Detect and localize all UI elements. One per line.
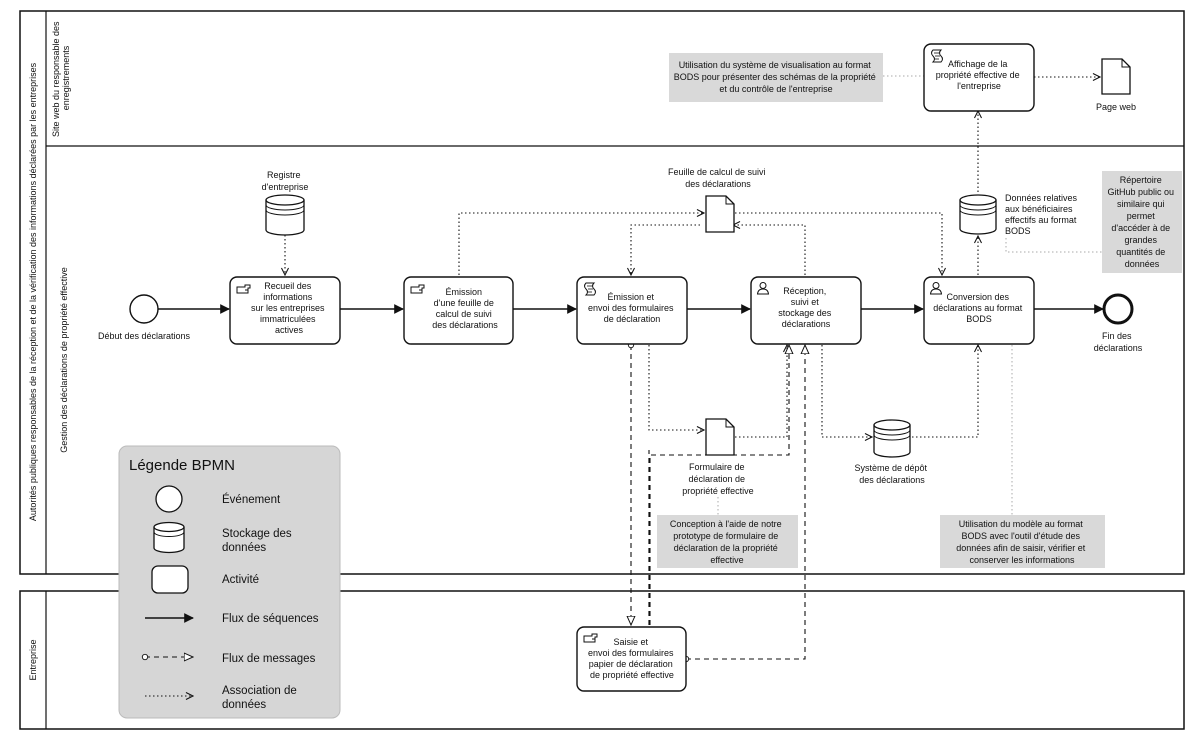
data-object-tracking-sheet: Feuille de calcul de suivi des déclarati… (668, 167, 768, 233)
user-task-icon (929, 282, 943, 295)
svg-text:Page web: Page web (1096, 102, 1136, 112)
data-store-bo-data: Données relatives aux bénéficiaires effe… (959, 193, 1080, 236)
legend-event-icon (155, 485, 183, 513)
bpmn-legend: Légende BPMN Événement Stockage des donn… (118, 445, 341, 719)
msg-fill-to-receive-2 (686, 345, 805, 659)
svg-text:Activité: Activité (222, 574, 259, 586)
task-convert-bods[interactable]: Conversion des déclarations au format BO… (923, 276, 1035, 345)
pool-company-title: Entreprise (28, 639, 38, 680)
data-associations (285, 77, 1100, 437)
svg-text:Répertoire GitHub public: Répertoire GitHub public ou similaire qu… (1107, 175, 1176, 269)
user-task-icon (756, 282, 770, 295)
legend-datastore-icon (153, 521, 185, 554)
pool-company: Entreprise (19, 590, 1185, 730)
task-receive-track-store[interactable]: Réception, suivi et stockage des déclara… (750, 276, 862, 345)
svg-text:Formulaire de déclaratio: Formulaire de déclaration de propriété e… (682, 462, 753, 496)
lane-title-management: Gestion des déclarations de propriété ef… (59, 267, 69, 452)
manual-task-icon (236, 284, 251, 294)
message-flows (631, 345, 805, 659)
annotation-prototype: Conception à l'aide de notre prototype d… (657, 515, 798, 568)
svg-text:Réception, suivi et: Réception, suivi et stockage des déclara… (778, 286, 834, 329)
svg-text:Émission d'une feuille d: Émission d'une feuille de calcul de suiv… (432, 287, 498, 330)
svg-text:Recueil des informations: Recueil des informations sur les entrepr… (251, 281, 327, 335)
svg-text:Données relatives aux bé: Données relatives aux bénéficiaires effe… (1005, 193, 1080, 236)
svg-text:Émission et envoi des fo: Émission et envoi des formulaires de déc… (588, 292, 676, 324)
svg-text:Événement: Événement (222, 493, 281, 506)
task-issue-tracking-sheet[interactable]: Émission d'une feuille de calcul de suiv… (403, 276, 514, 345)
data-object-declaration-form: Formulaire de déclaration de propriété e… (682, 418, 754, 496)
annotation-github: Répertoire GitHub public ou similaire qu… (1102, 171, 1182, 273)
msg-fill-receive (649, 345, 789, 625)
script-task-icon (931, 49, 943, 63)
svg-text:Stockage des données: Stockage des données (222, 528, 295, 554)
pool-public-authorities: Autorités publiques responsables de la r… (19, 10, 1185, 575)
svg-text:Utilisation du modèle au forma: Utilisation du modèle au format BODS ave… (956, 519, 1088, 565)
svg-text:Flux de séquences: Flux de séquences (222, 613, 319, 625)
svg-text:Association de données: Association de données (222, 685, 300, 711)
svg-text:Système de dépôt des déc: Système de dépôt des déclarations (854, 463, 929, 485)
svg-text:Feuille de calcul de suivi: Feuille de calcul de suivi des déclarati… (668, 167, 768, 189)
pool-title: Autorités publiques responsables de la r… (28, 62, 38, 521)
svg-text:Affichage de la propriét: Affichage de la propriété effective de l… (936, 59, 1022, 91)
lane-title-website: Site web du responsable des enregistreme… (51, 19, 71, 137)
svg-text:Utilisation du système de visu: Utilisation du système de visualisation … (674, 60, 879, 94)
manual-task-icon (410, 284, 425, 294)
task-display-ownership[interactable]: Affichage de la propriété effective de l… (923, 43, 1035, 112)
svg-text:Registre d'entreprise: Registre d'entreprise (262, 170, 309, 192)
svg-text:Flux de messages: Flux de messages (222, 653, 316, 665)
end-event-label: Fin des déclarations (1094, 331, 1143, 353)
start-event-label: Début des déclarations (98, 331, 191, 341)
annotation-visualisation: Utilisation du système de visualisation … (669, 53, 883, 102)
manual-task-icon (583, 633, 598, 643)
task-collect-information[interactable]: Recueil des informations sur les entrepr… (229, 276, 341, 345)
msg-company-upward (649, 345, 789, 625)
task-issue-forms[interactable]: Émission et envoi des formulaires de déc… (576, 276, 688, 345)
task-fill-send-paper-forms[interactable]: Saisie et envoi des formulaires papier d… (576, 626, 687, 692)
legend-activity-icon (151, 565, 189, 594)
annotation-model: Utilisation du modèle au format BODS ave… (940, 515, 1105, 568)
svg-text:Conversion des déclarati: Conversion des déclarations au format BO… (933, 292, 1025, 324)
script-task-icon (584, 282, 596, 296)
data-object-web-page: Page web (1096, 58, 1136, 112)
legend-title: Légende BPMN (129, 457, 235, 474)
data-store-company-register: Registre d'entreprise (262, 170, 309, 236)
end-event (1102, 293, 1134, 325)
svg-text:Saisie et envoi des form: Saisie et envoi des formulaires papier d… (588, 637, 676, 680)
start-event (129, 294, 159, 324)
data-store-deposit-system: Système de dépôt des déclarations (854, 419, 929, 485)
